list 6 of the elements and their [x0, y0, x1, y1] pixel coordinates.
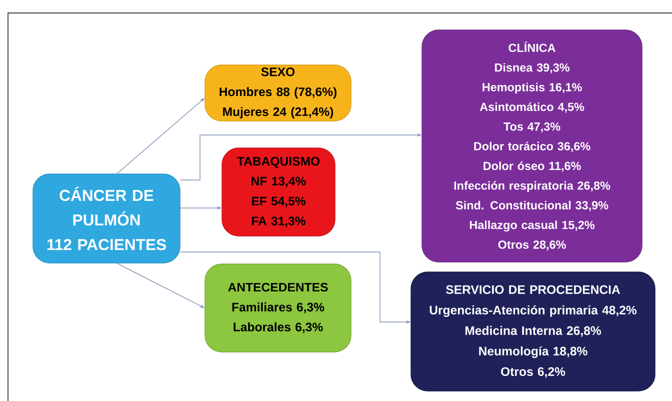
info-box: TABAQUISMO NF 13,4% EF 54,5% FA 31,3% [222, 148, 336, 236]
info-box: SERVICIO DE PROCEDENCIA Urgencias-Atención primaria 48,2% Medicina Interna 26,8% Neumología 18,8% Otros 6,2% [410, 272, 656, 392]
info-box: SEXO Hombres 88 (78,6%) Mujeres 24 (21,4%) [204, 64, 352, 122]
main-box: CÁNCER DE PULMÓN 112 PACIENTES [32, 174, 180, 264]
info-box: CLÍNICA Disnea 39,3% Hemoptisis 16,1% Asintomático 4,5% Tos 47,3% Dolor torácico 36,6% Dolor óseo 11,6% Infección respiratoria 26,8% Sind. Constitucional 33,9% Hallazgo casual 15,2% Otros 28,6% [422, 30, 642, 262]
info-box: ANTECEDENTES Familiares 6,3% Laborales 6,3% [204, 264, 352, 352]
